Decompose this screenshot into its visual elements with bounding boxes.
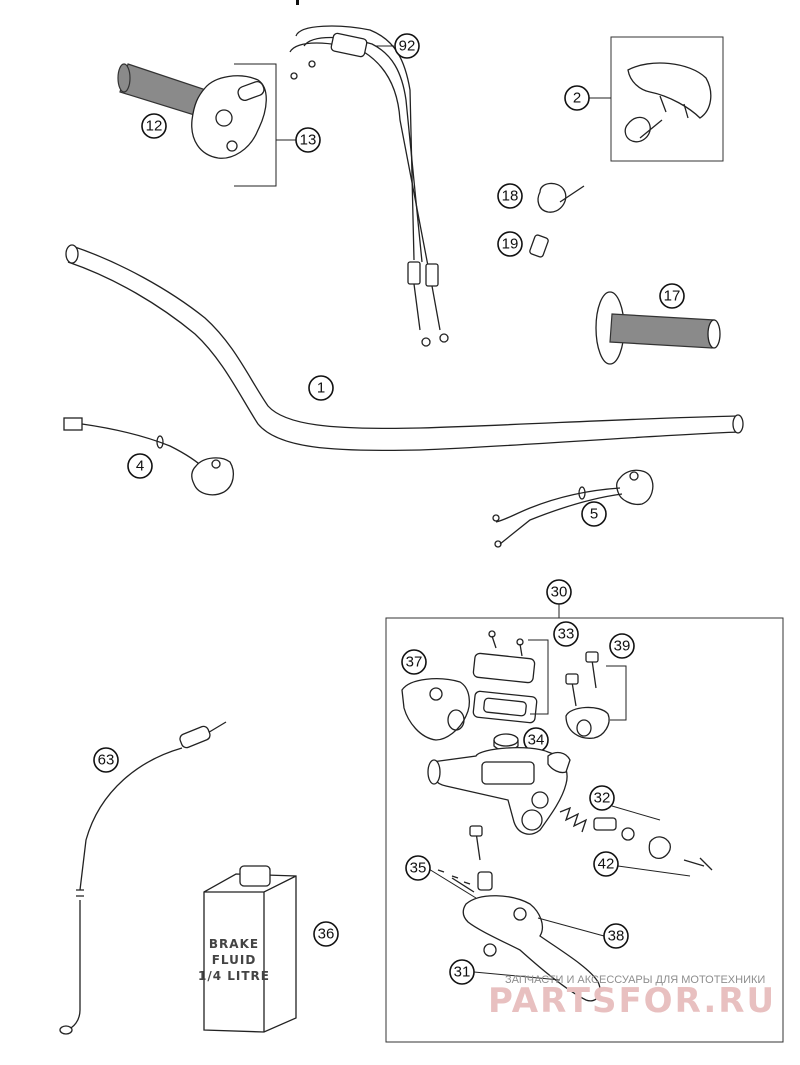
svg-text:12: 12 — [146, 118, 163, 135]
svg-text:63: 63 — [98, 752, 115, 769]
clamp-37 — [401, 678, 471, 741]
brake-line — [59, 721, 227, 1035]
svg-text:19: 19 — [502, 236, 519, 253]
bottle-label-line-2: FLUID — [212, 953, 257, 967]
callout-92: 92 — [394, 33, 420, 59]
bottle-label-line-1: BRAKE — [209, 937, 259, 951]
callout-33: 33 — [553, 621, 579, 647]
handguard-frame — [610, 36, 724, 162]
callout-5: 5 — [581, 501, 607, 527]
callout-13: 13 — [295, 127, 321, 153]
master-cylinder — [427, 747, 571, 835]
callout-31: 31 — [449, 959, 475, 985]
svg-text:4: 4 — [136, 458, 144, 475]
sleeve — [529, 234, 549, 258]
svg-text:39: 39 — [614, 638, 631, 655]
svg-text:1: 1 — [317, 380, 325, 397]
throttle-cables — [289, 25, 449, 347]
piston-spring — [559, 806, 713, 871]
svg-text:92: 92 — [399, 38, 416, 55]
svg-text:37: 37 — [406, 654, 423, 671]
svg-text:33: 33 — [558, 626, 575, 643]
cursor-mark — [296, 0, 299, 5]
callout-30: 30 — [546, 579, 572, 605]
svg-text:34: 34 — [528, 732, 545, 749]
bottle-label-line-3: 1/4 LITRE — [198, 969, 270, 983]
watermark-brand: PARTSFOR.RU — [488, 981, 776, 1021]
svg-text:17: 17 — [664, 288, 681, 305]
brake-lever — [462, 895, 601, 1002]
svg-text:36: 36 — [318, 926, 335, 943]
cable-tie — [537, 182, 585, 213]
throttle-grip — [117, 63, 277, 187]
switch-left — [63, 417, 235, 496]
brake-fluid-bottle: BRAKE FLUID 1/4 LITRE — [198, 865, 297, 1033]
clamp-39 — [565, 651, 610, 739]
svg-text:13: 13 — [300, 132, 317, 149]
handlebar — [65, 244, 744, 452]
watermark-tagline: ЗАПЧАСТИ И АКСЕССУАРЫ ДЛЯ МОТОТЕХНИКИ — [505, 974, 765, 986]
svg-text:35: 35 — [410, 860, 427, 877]
callout-18: 18 — [497, 183, 523, 209]
callout-37: 37 — [401, 649, 427, 675]
svg-text:38: 38 — [608, 928, 625, 945]
lever-bolt — [437, 825, 493, 893]
callout-12: 12 — [141, 113, 167, 139]
callout-63: 63 — [93, 747, 119, 773]
svg-text:2: 2 — [573, 90, 581, 107]
callout-1: 1 — [308, 375, 334, 401]
callout-19: 19 — [497, 231, 523, 257]
callout-2: 2 — [564, 85, 590, 111]
svg-text:42: 42 — [598, 856, 615, 873]
handguard — [624, 62, 712, 143]
callout-32: 32 — [589, 785, 615, 811]
callout-4: 4 — [127, 453, 153, 479]
reservoir-cover — [472, 630, 538, 724]
svg-text:32: 32 — [594, 790, 611, 807]
right-grip — [595, 291, 721, 365]
brake-assembly-frame — [385, 617, 784, 1043]
svg-text:18: 18 — [502, 188, 519, 205]
switch-right — [492, 469, 654, 548]
callout-36: 36 — [313, 921, 339, 947]
callout-39: 39 — [609, 633, 635, 659]
svg-text:5: 5 — [590, 506, 598, 523]
svg-text:31: 31 — [454, 964, 471, 981]
callout-38: 38 — [603, 923, 629, 949]
svg-text:30: 30 — [551, 584, 568, 601]
callout-42: 42 — [593, 851, 619, 877]
callout-35: 35 — [405, 855, 431, 881]
callout-17: 17 — [659, 283, 685, 309]
